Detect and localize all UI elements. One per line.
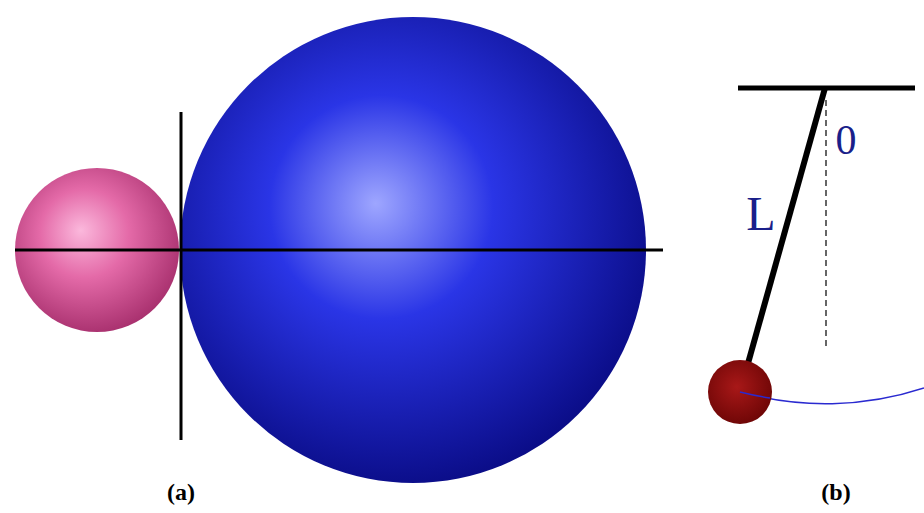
contact-line	[180, 112, 183, 440]
panel-label: (b)	[821, 480, 850, 504]
panel-label: (a)	[167, 480, 195, 504]
vertical-reference	[825, 100, 826, 350]
center-line	[15, 249, 663, 252]
swing-arc-on-bob	[740, 392, 770, 398]
pendulum-rod	[740, 88, 825, 392]
angle-label: 0	[836, 119, 857, 161]
length-label: L	[746, 190, 775, 238]
pendulum-bob	[708, 360, 772, 424]
